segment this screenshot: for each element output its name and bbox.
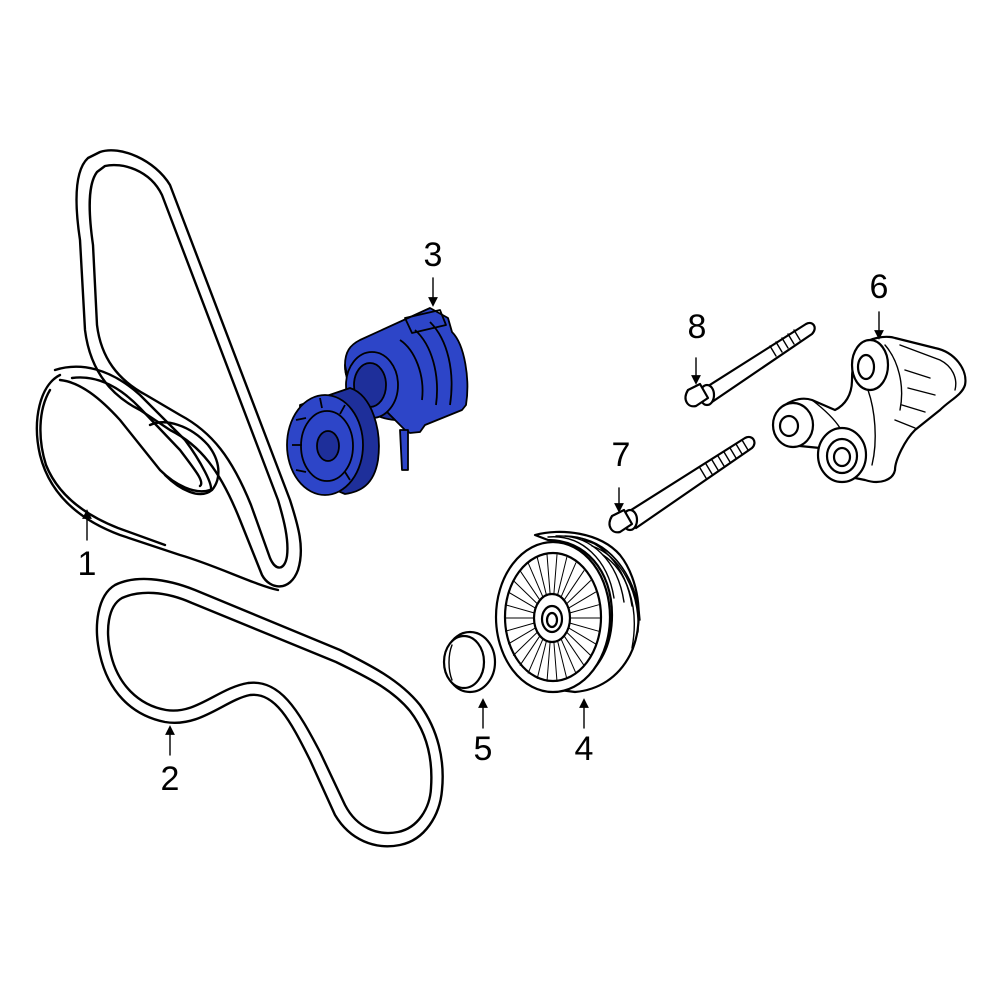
callout-number: 1: [78, 545, 97, 583]
pulley-spoke: [504, 622, 535, 632]
pulley-spoke: [568, 627, 597, 645]
pulley-spoke: [553, 554, 558, 595]
pulley-spoke: [512, 580, 538, 605]
tensioner-3[interactable]: [286, 307, 469, 496]
pulley-spokes: [504, 554, 600, 682]
pulley-spoke: [560, 638, 577, 674]
pulley-spoke: [557, 640, 568, 679]
callout-5: 5: [474, 698, 493, 768]
pulley-spoke: [566, 631, 592, 656]
pulley-spoke: [557, 557, 568, 596]
callout-number: 5: [474, 730, 493, 768]
bolt-8[interactable]: [684, 321, 816, 408]
callout-number: 4: [575, 730, 594, 768]
pulley-spoke: [536, 640, 547, 679]
pulley-spoke: [519, 635, 541, 666]
bolt-7[interactable]: [608, 435, 756, 534]
bracket-6[interactable]: [771, 335, 967, 484]
pulley-spoke: [512, 631, 538, 656]
pulley-spoke: [536, 557, 547, 596]
pulley-spoke: [560, 562, 577, 598]
belt-2[interactable]: [95, 577, 444, 848]
callout-number: 7: [612, 436, 631, 474]
pulley-spoke: [568, 591, 597, 609]
pulley-spoke: [507, 627, 536, 645]
pulley-4[interactable]: [494, 530, 641, 694]
pulley-spoke: [546, 554, 551, 595]
cap-5[interactable]: [442, 630, 497, 694]
callout-number: 2: [161, 760, 180, 798]
callout-number: 6: [870, 268, 889, 306]
callout-4: 4: [575, 698, 594, 768]
pulley-spoke: [566, 580, 592, 605]
callout-2: 2: [161, 725, 180, 798]
callout-number: 8: [688, 308, 707, 346]
pulley-spoke: [507, 591, 536, 609]
callout-8: 8: [688, 308, 707, 385]
callout-1: 1: [78, 509, 97, 583]
callout-number: 3: [424, 236, 443, 274]
pulley-spoke: [563, 570, 585, 601]
pulley-spoke: [546, 641, 551, 682]
pulley-spoke: [563, 635, 585, 666]
callout-7: 7: [612, 436, 631, 513]
callout-3: 3: [424, 236, 443, 307]
belt-1[interactable]: [35, 149, 303, 592]
pulley-spoke: [569, 604, 600, 614]
pulley-spoke: [553, 641, 558, 682]
callout-6: 6: [870, 268, 889, 340]
pulley-spoke: [569, 622, 600, 632]
pulley-spoke: [504, 604, 535, 614]
pulley-spoke: [527, 562, 544, 598]
pulley-spoke: [519, 570, 541, 601]
pulley-spoke: [527, 638, 544, 674]
